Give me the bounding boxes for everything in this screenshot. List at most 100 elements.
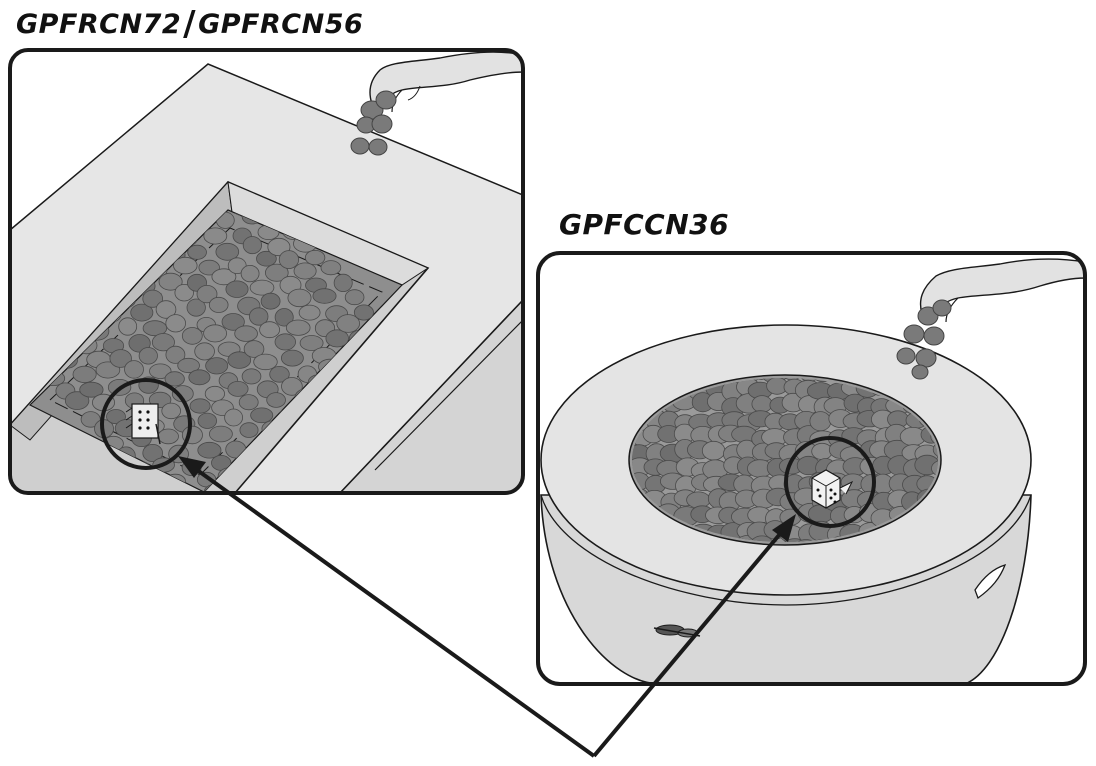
glass-stone bbox=[151, 333, 175, 352]
glass-stone bbox=[333, 273, 353, 292]
right-panel-frame bbox=[536, 251, 1087, 686]
arrow-line-right bbox=[592, 520, 792, 758]
glass-stone bbox=[194, 342, 215, 361]
pilot-assembly-right bbox=[811, 469, 854, 509]
glass-stone bbox=[142, 320, 168, 337]
glass-stone bbox=[215, 242, 240, 261]
glass-stone bbox=[181, 327, 203, 345]
round-fire-bowl-panel bbox=[538, 253, 1085, 684]
model-code-gpfrcn72: GPFRCN72 bbox=[16, 9, 182, 40]
glass-stone bbox=[304, 250, 326, 266]
glass-stone bbox=[186, 298, 206, 317]
glass-stone bbox=[202, 511, 221, 526]
glass-stone bbox=[240, 264, 260, 283]
glass-stone bbox=[253, 353, 278, 371]
pilot-highlight-circle-right bbox=[784, 436, 876, 528]
arrowhead-right bbox=[772, 514, 796, 542]
glass-stone bbox=[130, 303, 154, 322]
falling-stones-left bbox=[350, 90, 397, 156]
glass-stone bbox=[234, 325, 258, 342]
glass-stone bbox=[278, 250, 299, 270]
glass-stone bbox=[701, 440, 726, 461]
glass-stone bbox=[164, 371, 185, 387]
glass-stone bbox=[79, 381, 104, 398]
glass-stone bbox=[203, 227, 228, 245]
glass-stone bbox=[215, 499, 236, 515]
arrow-line-left bbox=[184, 460, 596, 758]
glass-stone bbox=[320, 260, 342, 276]
glass-stone bbox=[64, 391, 90, 410]
glass-stone bbox=[811, 378, 834, 383]
glass-stone bbox=[203, 324, 228, 343]
glass-stone bbox=[285, 319, 311, 336]
glass-stone bbox=[259, 321, 281, 339]
model-code-gpfrcn56: GPFRCN56 bbox=[198, 9, 364, 40]
glass-stone bbox=[264, 263, 289, 282]
glass-stone bbox=[197, 412, 218, 429]
glass-stone bbox=[274, 308, 294, 327]
glass-stone bbox=[781, 538, 808, 542]
glass-stone bbox=[158, 272, 183, 291]
glass-stone bbox=[72, 365, 97, 383]
glass-stone bbox=[224, 408, 244, 427]
glass-stone bbox=[260, 292, 281, 310]
glass-stone bbox=[344, 289, 365, 306]
glass-stone bbox=[299, 335, 324, 351]
pointer-arrows bbox=[184, 460, 792, 758]
glass-stone bbox=[192, 499, 212, 513]
glass-stone bbox=[809, 411, 832, 432]
glass-stone bbox=[188, 369, 211, 386]
glass-stone bbox=[238, 394, 259, 411]
glass-stone bbox=[241, 368, 262, 385]
pilot-assembly-left bbox=[125, 403, 161, 445]
glass-stone bbox=[142, 443, 164, 462]
glass-stone bbox=[250, 407, 274, 424]
glass-stone bbox=[794, 539, 818, 542]
glass-stone bbox=[109, 349, 132, 368]
glass-stone bbox=[243, 340, 265, 358]
glass-stone bbox=[336, 314, 361, 333]
glass-stone bbox=[750, 535, 774, 542]
glass-stone bbox=[298, 304, 321, 321]
glass-stone bbox=[243, 494, 264, 510]
glass-stone bbox=[191, 526, 211, 543]
glass-stone bbox=[106, 409, 126, 425]
glass-stone bbox=[274, 333, 297, 351]
glass-stone bbox=[189, 398, 211, 414]
glass-stone bbox=[174, 284, 194, 302]
glass-stone bbox=[227, 257, 247, 275]
model-code-gpfccn36: GPFCCN36 bbox=[559, 208, 730, 241]
glass-stone bbox=[281, 377, 303, 396]
glass-stone bbox=[225, 280, 249, 298]
glass-stone bbox=[157, 428, 179, 445]
glass-stone bbox=[256, 250, 277, 267]
glass-stone bbox=[266, 392, 286, 408]
glass-stone bbox=[95, 361, 121, 379]
glass-stone bbox=[208, 425, 233, 443]
glass-stone bbox=[208, 296, 229, 313]
title-separator: / bbox=[183, 4, 197, 44]
glass-stone bbox=[161, 402, 182, 420]
glass-stone bbox=[179, 516, 200, 531]
glass-stone bbox=[177, 357, 200, 374]
glass-stone bbox=[239, 422, 259, 438]
glass-stone bbox=[221, 313, 245, 331]
glass-stone bbox=[249, 307, 269, 326]
glass-stone bbox=[202, 544, 225, 561]
left-panel-frame bbox=[8, 48, 525, 495]
glass-stone bbox=[198, 259, 220, 276]
glass-stone bbox=[142, 289, 164, 308]
glass-stone bbox=[165, 314, 187, 333]
glass-stone bbox=[353, 304, 374, 321]
arrowhead-left bbox=[178, 456, 206, 478]
glass-stone bbox=[242, 236, 262, 255]
glass-stone bbox=[124, 360, 144, 379]
glass-stone bbox=[686, 491, 711, 509]
glass-stone bbox=[216, 526, 236, 542]
glass-stone bbox=[211, 268, 237, 286]
glass-stone bbox=[227, 351, 252, 369]
glass-stone bbox=[325, 329, 349, 348]
glass-stone bbox=[138, 347, 158, 365]
glass-stone bbox=[118, 317, 138, 336]
